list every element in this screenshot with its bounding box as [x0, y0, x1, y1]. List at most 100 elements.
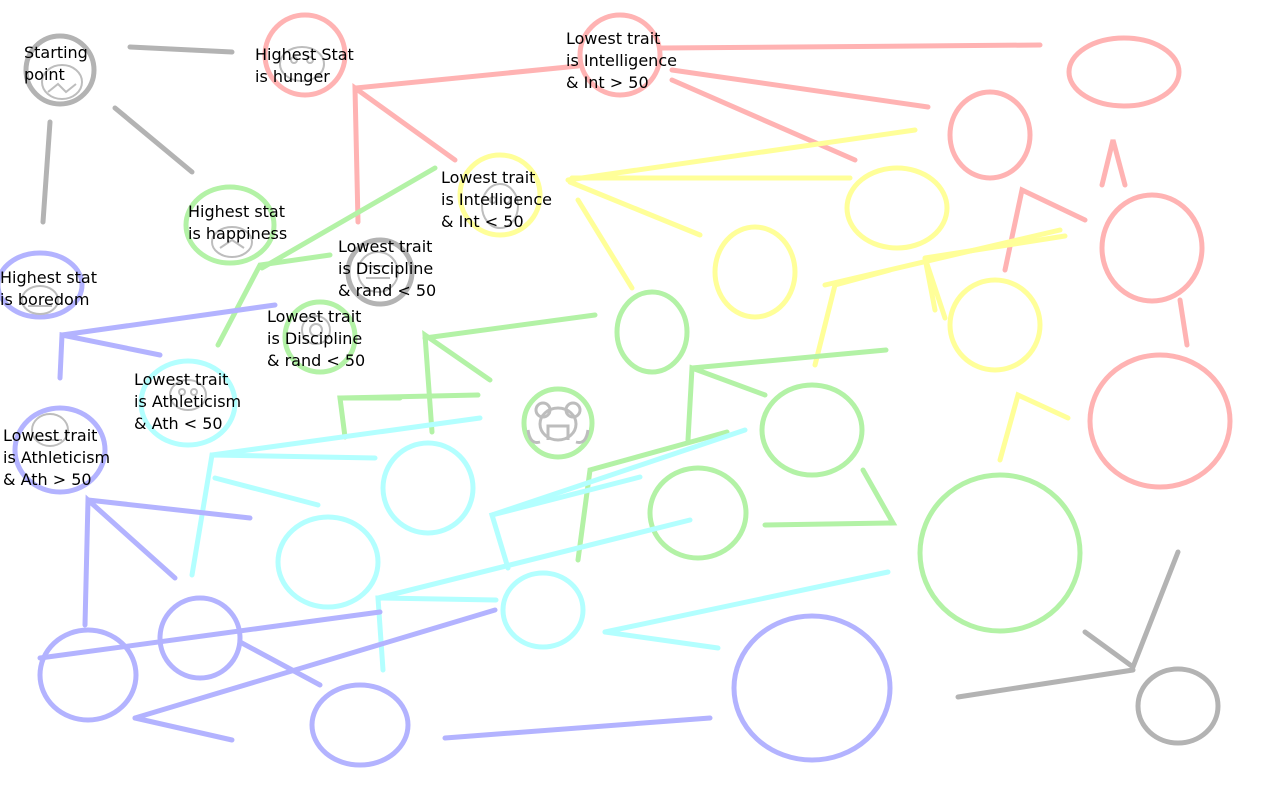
boredom-node: [0, 250, 85, 320]
label-line: & rand < 50: [267, 351, 366, 370]
cyan-arrow-2: [375, 595, 499, 673]
green-node-3: [647, 465, 749, 561]
red-arrow-1: [352, 83, 458, 225]
pet-athleticism-high-icon: [31, 413, 69, 447]
label-boredom: Highest stat is boredom: [0, 267, 97, 311]
yellow-line-4: [575, 197, 635, 291]
label-line: is Athleticism: [3, 448, 111, 467]
blue-line-7: [442, 715, 713, 741]
green-line-4: [689, 347, 889, 371]
discipline-a-node: [345, 237, 415, 307]
label-line: Lowest trait: [566, 29, 661, 48]
label-happiness: Highest stat is happiness: [188, 201, 287, 245]
red-line-3: [353, 63, 581, 91]
green-line-2: [422, 312, 598, 341]
blue-line-5: [37, 609, 383, 661]
label-line: & Ath > 50: [3, 470, 92, 489]
discipline-b-node: [282, 299, 358, 375]
blue-node-4: [731, 613, 893, 763]
label-line: Lowest trait: [3, 426, 98, 445]
start-node: [23, 33, 97, 107]
label-line: Starting: [24, 43, 88, 62]
pet-happiness-icon: [211, 226, 253, 258]
label-line: Highest stat: [188, 202, 285, 221]
blue-node-1: [37, 627, 139, 723]
label-line: point: [24, 65, 65, 84]
label-hunger: Highest Stat is hunger: [255, 44, 354, 88]
yellow-strokes: [457, 127, 1071, 463]
green-strokes: [183, 165, 1083, 634]
label-line: Highest stat: [0, 268, 97, 287]
cyan-node-3: [500, 570, 586, 650]
label-line: & Int > 50: [566, 73, 649, 92]
red-line-2: [669, 67, 931, 110]
cyan-strokes: [138, 358, 891, 673]
label-line: is Discipline: [338, 259, 434, 278]
green-node-4: [917, 472, 1083, 634]
green-arrow-6: [762, 467, 898, 528]
cyan-line-4: [489, 427, 748, 518]
end-arrow: [1082, 549, 1181, 671]
label-line: & Ath < 50: [134, 414, 223, 433]
pet-discipline-icon: [357, 251, 399, 293]
happiness-node: [183, 184, 277, 266]
red-strokes: [262, 12, 1233, 490]
yellow-node-2: [712, 224, 798, 320]
blue-node-3: [309, 682, 411, 768]
end-line-1: [955, 667, 1136, 700]
label-line: Lowest trait: [338, 237, 433, 256]
blue-strokes: [0, 250, 893, 768]
label-line: is Intelligence: [566, 51, 677, 70]
red-node-2: [1066, 35, 1182, 109]
green-arrow-2: [422, 329, 493, 435]
pet-athleticism-icon: [169, 379, 207, 411]
yellow-line-1: [565, 127, 918, 183]
yellow-line-6: [922, 233, 1068, 261]
pet-discipline-b-icon: [301, 315, 331, 345]
pet-hunger-icon: [279, 46, 325, 82]
label-line: Lowest trait: [267, 307, 362, 326]
green-node-1: [614, 289, 690, 375]
green-line-3: [337, 392, 481, 401]
label-line: is happiness: [188, 224, 288, 243]
pet-start-icon: [41, 64, 83, 100]
red-line-5: [1177, 297, 1190, 348]
yellow-line-3: [567, 179, 703, 238]
green-arrow-5: [575, 429, 730, 563]
label-line: is hunger: [255, 67, 330, 86]
cyan-node-1: [380, 440, 476, 536]
hunger-node: [262, 12, 348, 98]
green-node-2: [759, 382, 865, 478]
label-line: is boredom: [0, 290, 90, 309]
yellow-arrow-3: [997, 391, 1071, 463]
cyan-line-5: [602, 629, 721, 651]
red-arrow-2: [1002, 186, 1088, 273]
blue-line-4: [132, 607, 498, 721]
label-line: is Athleticism: [134, 392, 242, 411]
cyan-line-1: [209, 415, 483, 458]
start-to-happiness-line: [112, 105, 195, 175]
gray-strokes: [23, 33, 1221, 746]
ath-high-node: [12, 405, 108, 495]
label-line: is Discipline: [267, 329, 363, 348]
red-node-3: [947, 89, 1033, 181]
red-node-4: [1099, 192, 1205, 304]
label-starting-point: Starting point: [24, 42, 88, 86]
blue-arrow-2: [82, 494, 178, 628]
label-line: Highest Stat: [255, 45, 354, 64]
yellow-node-3: [947, 277, 1043, 373]
label-line: Lowest trait: [134, 370, 229, 389]
cyan-node-2: [275, 514, 381, 610]
label-line: is Intelligence: [441, 190, 552, 209]
red-node-5: [1087, 352, 1233, 490]
pet-icons: [21, 46, 595, 460]
cyan-line-6: [602, 569, 891, 635]
label-int-high: Lowest trait is Intelligence & Int > 50: [566, 28, 677, 94]
int-high-node: [577, 12, 663, 98]
label-int-low: Lowest trait is Intelligence & Int < 50: [441, 167, 552, 233]
cyan-line-2: [212, 475, 321, 508]
end-node: [1135, 666, 1221, 746]
blue-line-3: [237, 639, 323, 688]
